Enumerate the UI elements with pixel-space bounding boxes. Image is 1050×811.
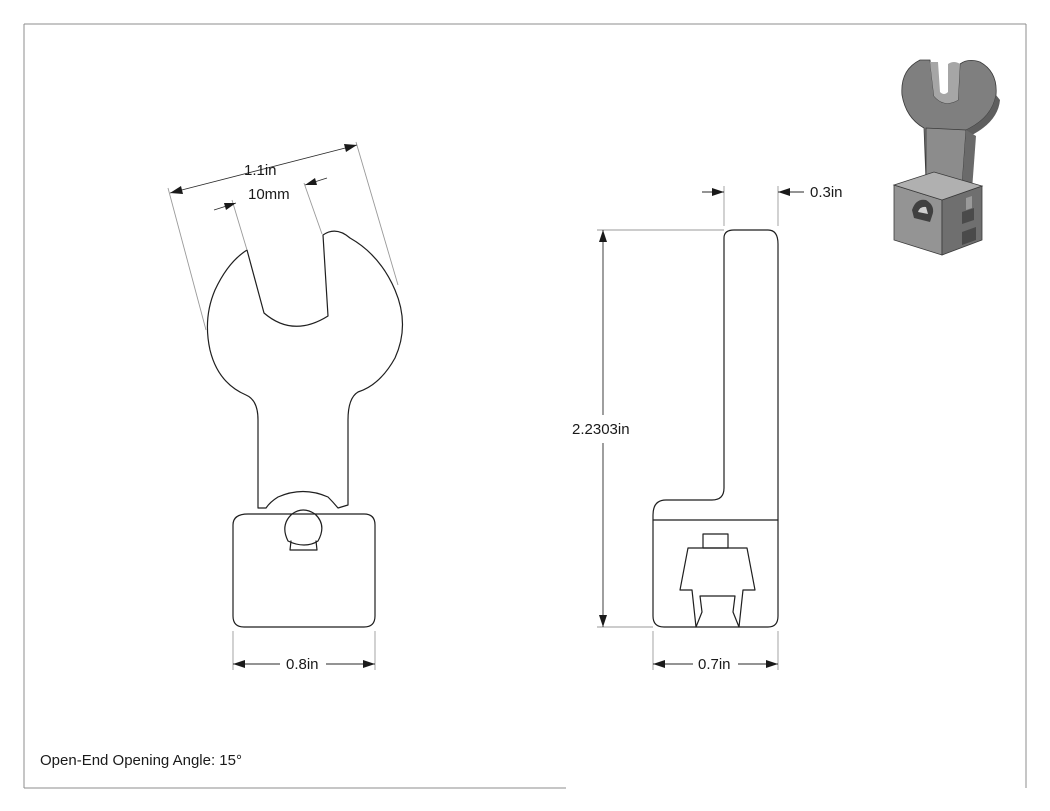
dim-body-width-front-label: 0.8in <box>286 656 319 673</box>
wrench-isometric-render-icon <box>892 59 1000 256</box>
dim-overall-head-width-label: 1.1in <box>244 162 277 179</box>
dim-body-width-side-label: 0.7in <box>698 656 731 673</box>
front-keyhole <box>284 509 323 546</box>
opening-angle-note: Open-End Opening Angle: 15° <box>40 752 242 769</box>
sheet-border <box>23 23 1027 789</box>
dim-jaw-opening: 10mm <box>213 177 328 251</box>
dim-height-label: 2.2303in <box>572 421 630 438</box>
side-slot <box>679 547 756 628</box>
dim-shank-thickness-label: 0.3in <box>810 184 843 201</box>
dim-jaw-opening-label: 10mm <box>248 186 290 203</box>
dim-body-width-side: 0.7in <box>652 631 779 673</box>
front-body-block <box>232 513 376 628</box>
front-view <box>206 230 404 628</box>
dim-body-width-front: 0.8in <box>232 631 376 673</box>
dim-height: 2.2303in <box>572 229 724 628</box>
dim-overall-head-width: 1.1in <box>167 141 399 331</box>
front-wrench-outline <box>206 230 404 509</box>
side-view <box>652 229 779 628</box>
side-shank-outline <box>652 229 779 628</box>
dim-shank-thickness: 0.3in <box>702 184 843 226</box>
